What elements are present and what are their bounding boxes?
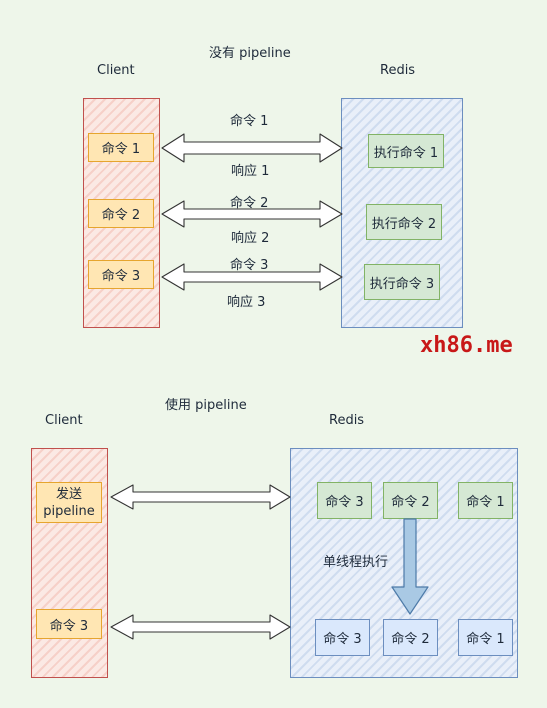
bottom-redis-label: Redis [329, 413, 365, 428]
result-command-1: 命令 1 [458, 619, 513, 656]
top-arrow-3 [161, 263, 343, 291]
queue-command-1: 命令 1 [458, 482, 513, 519]
top-response-label-1: 响应 1 [231, 164, 270, 179]
watermark-logo: xh86.me [420, 333, 513, 358]
top-redis-exec-1: 执行命令 1 [368, 134, 444, 168]
exec-down-arrow [391, 518, 429, 615]
top-redis-label: Redis [380, 63, 416, 78]
top-arrow-1 [161, 133, 343, 163]
top-client-command-3: 命令 3 [88, 260, 154, 289]
top-client-label: Client [97, 63, 135, 78]
top-request-label-2: 命令 2 [230, 196, 269, 211]
single-thread-exec-label: 单线程执行 [323, 555, 389, 570]
top-redis-exec-2: 执行命令 2 [366, 204, 442, 240]
top-arrow-2 [161, 200, 343, 228]
top-client-command-2: 命令 2 [88, 199, 154, 228]
bottom-client-label: Client [45, 413, 83, 428]
bottom-arrow-2 [110, 614, 291, 640]
bottom-title: 使用 pipeline [165, 398, 247, 413]
queue-command-3: 命令 3 [317, 482, 372, 519]
top-request-label-1: 命令 1 [230, 114, 269, 129]
bottom-send-pipeline-box: 发送 pipeline [36, 482, 102, 523]
top-request-label-3: 命令 3 [230, 258, 269, 273]
top-client-command-1: 命令 1 [88, 133, 154, 162]
queue-command-2: 命令 2 [383, 482, 438, 519]
top-title: 没有 pipeline [209, 46, 291, 61]
result-command-2: 命令 2 [383, 619, 438, 656]
top-redis-exec-3: 执行命令 3 [364, 264, 440, 300]
bottom-arrow-1 [110, 484, 291, 510]
top-response-label-3: 响应 3 [227, 295, 266, 310]
bottom-client-command-3: 命令 3 [36, 609, 102, 639]
send-label-line1: 发送 [55, 486, 82, 502]
send-label-line2: pipeline [43, 503, 95, 519]
top-response-label-2: 响应 2 [231, 231, 270, 246]
result-command-3: 命令 3 [315, 619, 370, 656]
